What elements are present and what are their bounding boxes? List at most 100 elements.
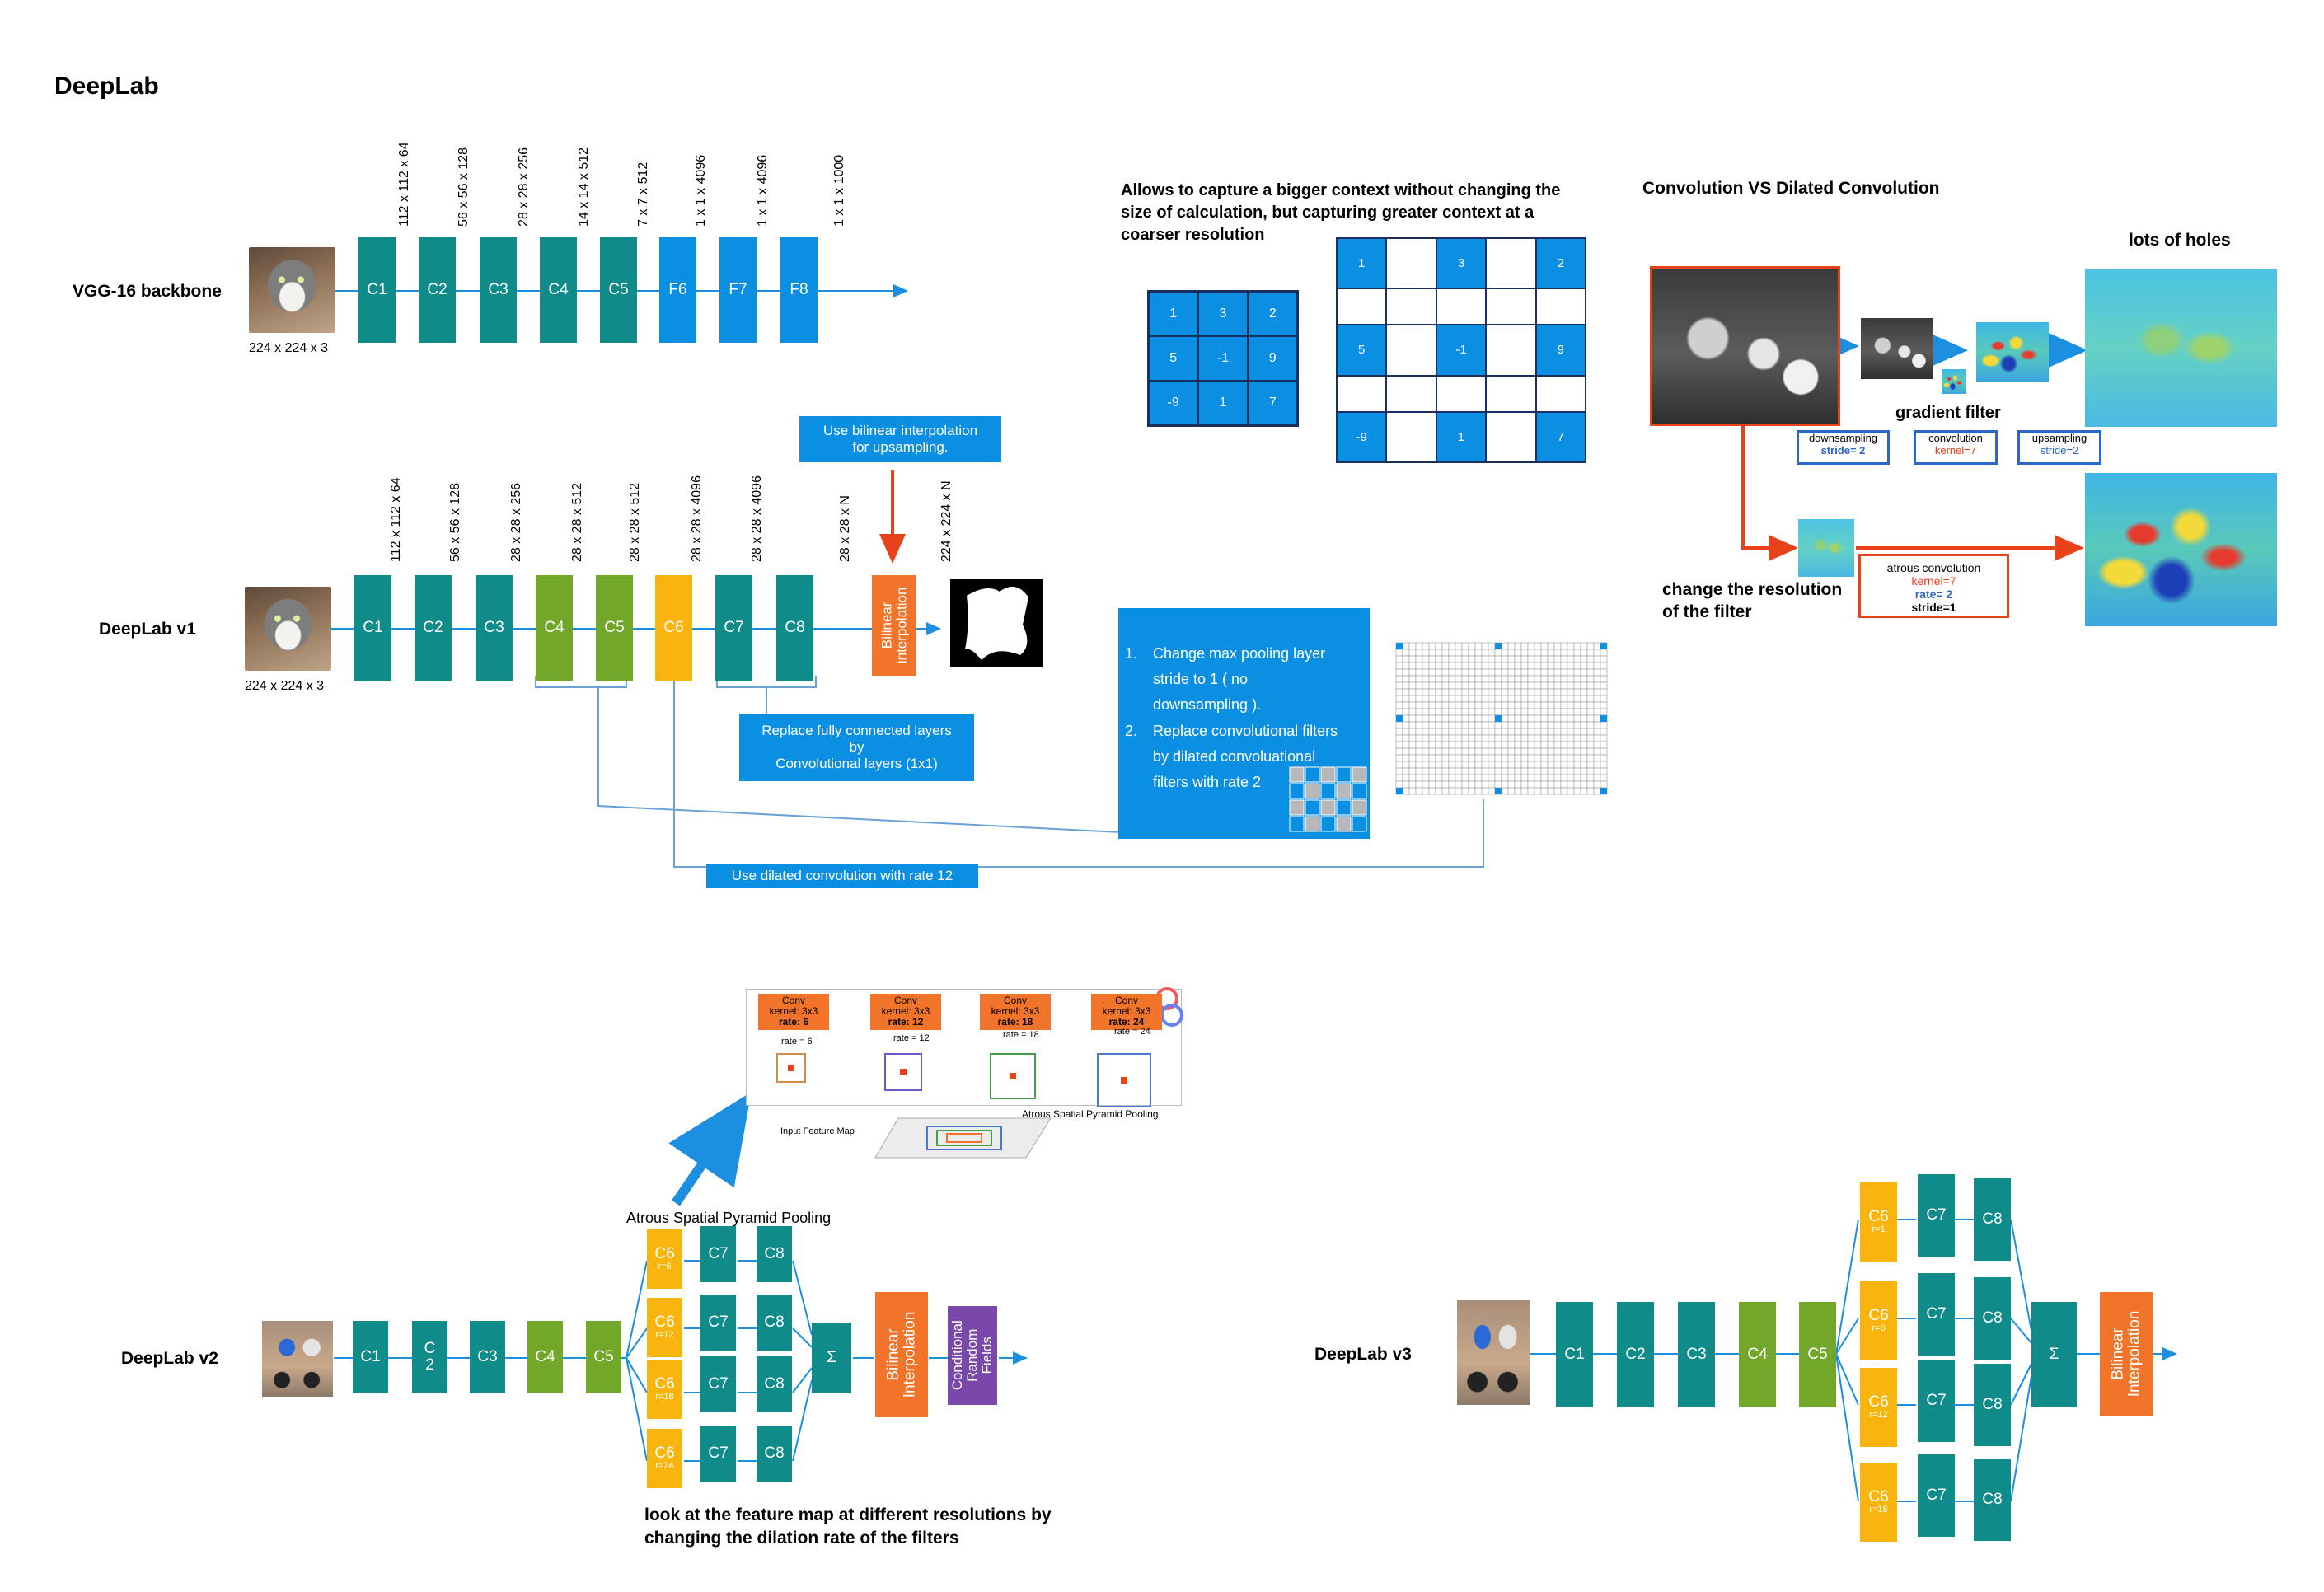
grid-cell (1560, 787, 1568, 795)
grid-cell (1494, 741, 1502, 749)
grid-cell (1547, 780, 1555, 789)
grid-cell (1468, 780, 1476, 789)
grid-cell (1547, 741, 1555, 749)
grid-cell (1540, 741, 1549, 749)
grid-cell (1580, 747, 1588, 756)
grid-cell (1435, 728, 1443, 736)
grid-cell (1586, 688, 1595, 696)
grid-cell (1481, 681, 1489, 690)
grid-cell (1488, 721, 1496, 729)
grid-cell (1507, 721, 1516, 729)
grid-cell (1580, 774, 1588, 782)
callout-fc-line3: Convolutional layers (1x1) (775, 756, 938, 771)
aspp-kernel-center-2 (900, 1069, 907, 1075)
grid-cell (1534, 721, 1542, 729)
grid-cell (1461, 701, 1469, 709)
kernel-cell: -9 (1150, 382, 1197, 424)
grid-cell (1428, 708, 1436, 716)
grid-cell (1501, 767, 1509, 775)
grid-cell (1481, 701, 1489, 709)
grid-cell (1553, 681, 1562, 690)
grid-cell (1415, 681, 1423, 690)
grid-cell (1593, 721, 1601, 729)
grid-cell (1520, 681, 1529, 690)
checker-cell (1352, 816, 1367, 832)
grid-cell (1441, 780, 1450, 789)
grid-cell (1494, 708, 1502, 716)
grid-cell (1514, 668, 1522, 677)
grid-cell (1461, 761, 1469, 769)
grid-cell (1593, 681, 1601, 690)
grid-cell (1481, 688, 1489, 696)
callout-bilinear-line1: Use bilinear interpolation (822, 423, 978, 438)
grid-cell (1593, 668, 1601, 677)
grid-cell (1520, 747, 1529, 756)
grid-cell (1461, 642, 1469, 650)
grid-cell (1593, 675, 1601, 683)
grid-cell (1573, 741, 1581, 749)
grid-cell (1560, 662, 1568, 670)
grid-cell (1474, 741, 1483, 749)
grid-cell (1560, 642, 1568, 650)
grid-cell (1540, 728, 1549, 736)
vgg-input-dim: 224 x 224 x 3 (249, 341, 329, 355)
grid-cell (1501, 761, 1509, 769)
grid-cell (1567, 688, 1575, 696)
grid-cell (1527, 728, 1535, 736)
grid-cell (1527, 662, 1535, 670)
grid-cell (1402, 780, 1410, 789)
grid-cell (1461, 662, 1469, 670)
grid-cell (1593, 734, 1601, 742)
v3-bilinear-box: Bilinear Interpolation (2100, 1292, 2153, 1416)
v2-note: look at the feature map at different res… (644, 1504, 1052, 1550)
grid-cell (1586, 708, 1595, 716)
vgg-dim-6: 1 x 1 x 4096 (694, 154, 708, 227)
grid-cell (1395, 695, 1403, 703)
grid-cell (1428, 655, 1436, 663)
grid-cell (1422, 780, 1430, 789)
grid-cell (1520, 675, 1529, 683)
aspp-conv-1-l1: Conv (781, 995, 805, 1006)
grid-cell (1468, 741, 1476, 749)
grid-cell (1547, 681, 1555, 690)
grid-cell (1580, 701, 1588, 709)
grid-cell (1514, 767, 1522, 775)
v2-c7-4: C7 (700, 1426, 736, 1482)
vgg-layer-f7: F7 (719, 237, 757, 343)
grid-cell (1455, 780, 1463, 789)
grid-cell (1428, 741, 1436, 749)
grid-cell (1567, 734, 1575, 742)
v1-input-dim: 224 x 224 x 3 (245, 679, 325, 693)
grid-cell (1415, 721, 1423, 729)
grid-cell (1586, 780, 1595, 789)
grid-cell (1408, 728, 1417, 736)
grid-cell (1428, 662, 1436, 670)
aspp-rate-label-1: rate = 6 (781, 1037, 813, 1047)
grid-cell (1514, 754, 1522, 762)
gradient-filter-icon (1942, 369, 1966, 394)
grid-cell (1567, 642, 1575, 650)
grid-cell (1527, 688, 1535, 696)
grid-cell (1448, 662, 1456, 670)
v2-c6-label: C6 (654, 1245, 675, 1263)
grid-cell (1428, 747, 1436, 756)
grid-cell (1428, 721, 1436, 729)
grid-cell (1593, 741, 1601, 749)
vgg-layer-c1: C1 (358, 237, 396, 343)
grid-cell (1507, 767, 1516, 775)
grid-cell (1527, 668, 1535, 677)
grid-cell (1488, 754, 1496, 762)
grid-cell (1455, 787, 1463, 795)
grid-cell (1395, 655, 1403, 663)
callout-fc-line1: Replace fully connected layers (761, 723, 952, 738)
grid-cell (1422, 728, 1430, 736)
grid-cell (1520, 741, 1529, 749)
v3-sum: Σ (2031, 1302, 2077, 1407)
grid-cell (1520, 767, 1529, 775)
grid-cell (1402, 668, 1410, 677)
aspp-conv-1-l3: rate: 6 (778, 1016, 809, 1028)
grid-cell (1520, 728, 1529, 736)
grid-cell (1527, 714, 1535, 723)
